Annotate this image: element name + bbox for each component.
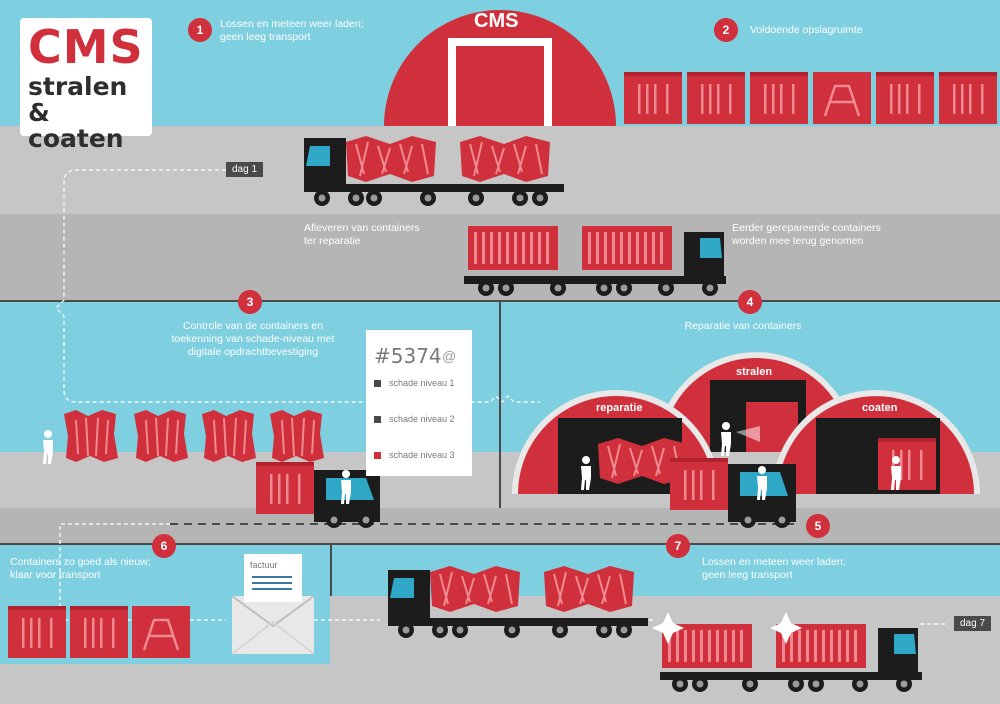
day-end-tag: dag 7	[954, 616, 992, 631]
logo-coaten: & coaten	[28, 98, 124, 153]
return-label: Eerder gerepareerde containers worden me…	[732, 222, 881, 247]
damage-level-2-label: schade niveau 2	[389, 414, 455, 424]
shed-repair-label: reparatie	[596, 402, 643, 414]
invoice-line	[252, 576, 292, 578]
damage-level-3: schade niveau 3	[374, 450, 455, 460]
step-2-text: Voldoende opslagruimte	[750, 24, 863, 36]
step-7-badge: 7	[666, 534, 690, 558]
building-label: CMS	[474, 10, 519, 32]
logo-tagline: stralen & coaten	[28, 74, 152, 152]
step-4-badge: 4	[738, 290, 762, 314]
damage-level-1: schade niveau 1	[374, 378, 455, 388]
step-1-badge: 1	[188, 18, 212, 42]
shed-blast-label: stralen	[736, 366, 773, 378]
cms-logo: CMS stralen & coaten	[20, 18, 152, 152]
checkbox-icon	[374, 416, 381, 424]
step-1-text: Lossen en meteen weer laden; geen leeg t…	[220, 18, 364, 43]
day-start-tag: dag 1	[226, 162, 264, 177]
step-5-badge: 5	[806, 514, 830, 538]
form-id: #5374	[374, 344, 442, 368]
logo-stralen: stralen	[28, 72, 128, 101]
invoice-line	[252, 582, 292, 584]
damage-level-2: schade niveau 2	[374, 414, 455, 424]
damage-level-1-label: schade niveau 1	[389, 378, 455, 388]
invoice-label: factuur	[250, 560, 278, 570]
deliver-label: Afleveren van containers ter reparatie	[304, 222, 420, 247]
logo-cms: CMS	[28, 20, 144, 74]
step-6-text: Containers zo goed als nieuw; klaar voor…	[10, 556, 151, 581]
step-3-badge: 3	[238, 290, 262, 314]
step-2-badge: 2	[714, 18, 738, 42]
checkmark-icon	[374, 452, 381, 460]
step-4-text: Reparatie van containers	[684, 320, 802, 332]
step-6-badge: 6	[152, 534, 176, 558]
invoice-sheet: factuur	[244, 554, 302, 602]
shed-coat-label: coaten	[862, 402, 898, 414]
at-icon: @	[442, 348, 457, 364]
step-3-text: Controle van de containers en toekenning…	[171, 320, 335, 358]
step-7-text: Lossen en meteen weer laden; geen leeg t…	[702, 556, 846, 581]
invoice-line	[252, 588, 292, 590]
damage-form: #5374 @ schade niveau 1 schade niveau 2 …	[366, 330, 472, 476]
checkbox-icon	[374, 380, 381, 388]
damage-level-3-label: schade niveau 3	[389, 450, 455, 460]
